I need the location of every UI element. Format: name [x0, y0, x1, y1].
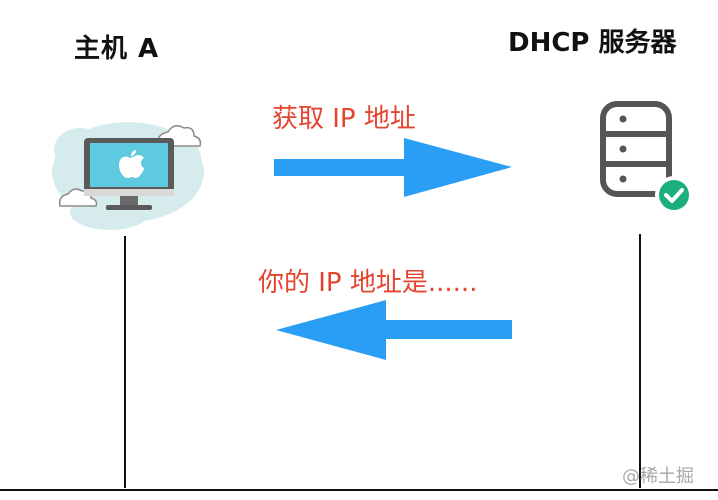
reply-arrow — [276, 300, 512, 360]
host-label: 主机 A — [74, 34, 160, 64]
database-server-icon — [600, 101, 672, 197]
watermark: @稀土掘 — [622, 466, 694, 487]
reply-message: 你的 IP 地址是...... — [258, 268, 478, 298]
computer-icon — [52, 122, 204, 230]
request-message: 获取 IP 地址 — [272, 104, 416, 134]
check-icon — [655, 176, 693, 214]
request-arrow — [274, 138, 512, 197]
server-label: DHCP 服务器 — [508, 28, 677, 58]
